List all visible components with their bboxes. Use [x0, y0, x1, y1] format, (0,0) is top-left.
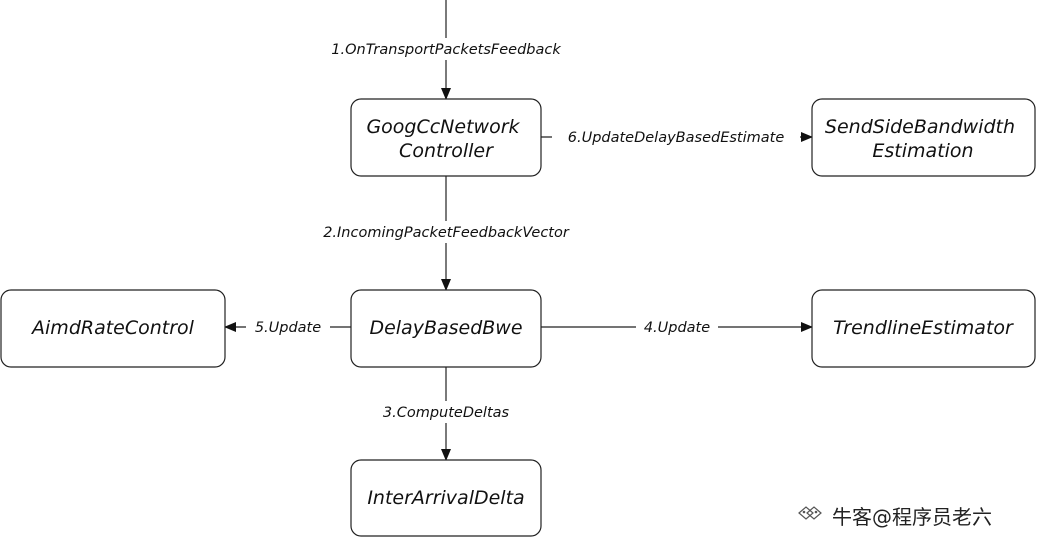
edge-compute-deltas: 3.ComputeDeltas — [372, 367, 520, 461]
edge-label-6: 6.UpdateDelayBasedEstimate — [568, 130, 785, 146]
nowcoder-logo-icon — [798, 506, 822, 520]
node-inter-arrival-delta: InterArrivalDelta — [350, 459, 542, 537]
edge-label-4: 4.Update — [644, 320, 710, 336]
edge-incoming-packet-feedback-vector: 2.IncomingPacketFeedbackVector — [302, 176, 590, 291]
node-send-side-bandwidth-estimation: SendSideBandwidth Estimation — [811, 98, 1036, 177]
watermark: 牛客@程序员老六 — [798, 505, 992, 529]
node-label: AimdRateControl — [30, 317, 195, 339]
node-aimd-rate-control: AimdRateControl — [0, 289, 226, 368]
edge-label-2: 2.IncomingPacketFeedbackVector — [323, 225, 570, 241]
edge-update-delay-based-estimate: 6.UpdateDelayBasedEstimate — [541, 126, 813, 148]
node-label-line-2: Estimation — [872, 140, 973, 162]
edge-label-5: 5.Update — [255, 320, 321, 336]
node-label-line-2: Controller — [399, 140, 494, 162]
node-delay-based-bwe: DelayBasedBwe — [350, 289, 542, 368]
edge-update-trendline: 4.Update — [541, 316, 813, 338]
node-label: DelayBasedBwe — [369, 317, 522, 339]
edge-update-aimd: 5.Update — [224, 316, 351, 338]
node-label: InterArrivalDelta — [367, 487, 524, 509]
node-label-line-1: SendSideBandwidth — [825, 116, 1015, 138]
edge-on-transport-packets-feedback: 1.OnTransportPacketsFeedback — [312, 0, 580, 100]
svg-text:SendSideBandwidth Estima: SendSideBandwidth Estimation — [825, 116, 1021, 162]
node-goog-cc-network-controller: GoogCcNetwork Controller — [350, 98, 542, 177]
node-label-line-1: GoogCcNetwork — [366, 116, 520, 138]
edge-label-1: 1.OnTransportPacketsFeedback — [331, 42, 561, 58]
watermark-text: 牛客@程序员老六 — [832, 505, 992, 529]
edge-label-3: 3.ComputeDeltas — [383, 405, 510, 421]
svg-text:GoogCcNetwork Controller: GoogCcNetwork Controller — [366, 116, 525, 162]
node-label: TrendlineEstimator — [833, 317, 1014, 339]
node-trendline-estimator: TrendlineEstimator — [811, 289, 1036, 368]
